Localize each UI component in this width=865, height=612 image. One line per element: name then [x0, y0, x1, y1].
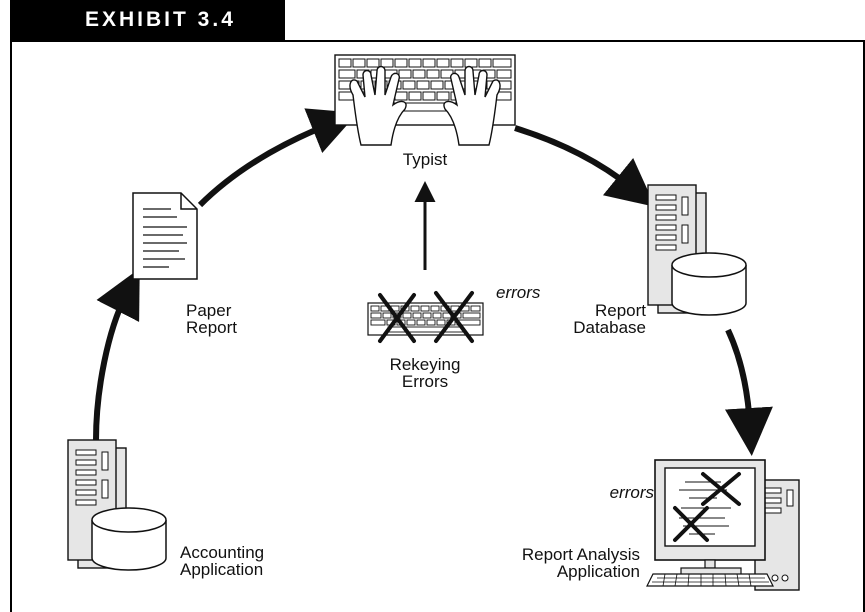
analysis-errors-annotation: errors — [609, 483, 654, 502]
flow-arrow-accounting-to-paper — [93, 268, 140, 441]
server-database-icon — [647, 184, 747, 316]
server-database-icon — [67, 439, 167, 571]
workstation-keyboard — [646, 573, 774, 587]
frame-left-rule — [10, 40, 12, 612]
accounting-application-label: Accounting Application — [180, 543, 265, 579]
document-icon — [132, 192, 198, 280]
flow-arrow-database-to-analysis — [724, 328, 773, 456]
frame-top-rule — [10, 40, 865, 42]
computer-workstation-icon — [646, 459, 800, 591]
exhibit-title: EXHIBIT 3.4 — [10, 0, 285, 40]
rekeying-errors-label: Rekeying Errors — [389, 355, 461, 391]
keyboard-hands-icon — [334, 54, 516, 146]
paper-report-label: Paper Report — [186, 301, 238, 337]
typist-label: Typist — [402, 150, 448, 169]
flow-arrow-paper-to-typist — [197, 108, 358, 208]
frame-right-rule — [863, 40, 865, 612]
rekeying-errors-annotation: errors — [496, 283, 541, 302]
report-analysis-application-label: Report Analysis Application — [521, 545, 640, 581]
report-database-label: Report Database — [573, 301, 646, 337]
flow-arrow-typist-to-database — [514, 125, 656, 207]
keyboard-crossed-icon — [367, 291, 484, 343]
